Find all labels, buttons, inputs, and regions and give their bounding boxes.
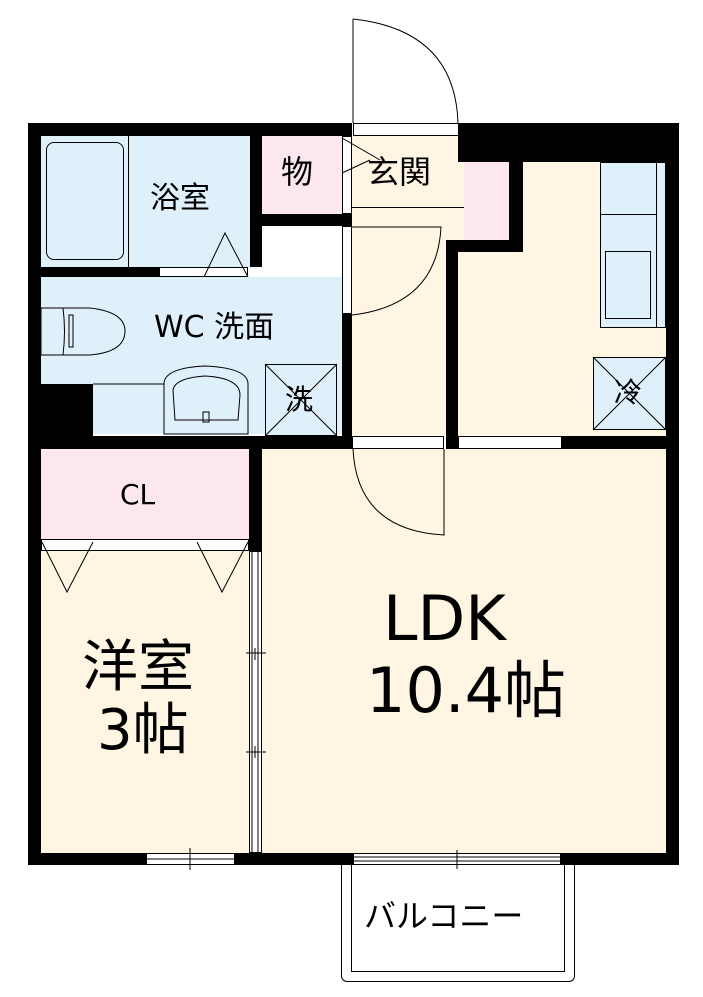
- wall-bottom-left: [28, 853, 146, 865]
- wall-middle-horizontal: [28, 436, 352, 449]
- shoe-closet-upper: [464, 162, 509, 240]
- bathtub-icon: [46, 142, 124, 260]
- kitchen-opening: [458, 436, 562, 449]
- wall-top-left: [28, 123, 352, 136]
- western-room: [41, 539, 249, 853]
- bath-label: 浴室: [150, 181, 210, 216]
- wc-door-swing-icon: [351, 226, 442, 316]
- bath-door-swing-icon: [203, 231, 249, 278]
- ldk-label: LDK: [383, 582, 506, 655]
- ldk-room: [262, 449, 666, 853]
- entrance-door-opening: [353, 123, 459, 136]
- balcony-inner: [351, 865, 565, 972]
- wall-hall-left-upper: [342, 214, 352, 226]
- storage-door-icon: [341, 137, 381, 174]
- bath-door-opening: [159, 267, 248, 277]
- toilet-icon: [40, 307, 126, 356]
- western-room-label: 洋室: [82, 635, 194, 700]
- wall-wc-bottom-block: [41, 384, 93, 436]
- wall-kitchen-left: [446, 240, 458, 449]
- wall-top-right: [458, 123, 679, 162]
- wall-closet-right: [249, 449, 262, 551]
- wall-bottom-right: [561, 853, 679, 865]
- entrance-label: 玄関: [367, 153, 432, 191]
- balcony-outer: [341, 865, 575, 982]
- washbasin-icon: [163, 365, 249, 435]
- washer-label: 洗: [285, 383, 314, 416]
- wc-door-opening: [342, 226, 352, 314]
- bath-inner-divider: [128, 136, 129, 267]
- storage-door-opening: [342, 136, 352, 214]
- wall-left: [28, 123, 41, 865]
- entrance-step-line: [352, 207, 464, 208]
- kitchen-counter-line: [600, 214, 656, 215]
- entrance-door-swing-icon: [352, 18, 459, 124]
- wc-washroom-label: WC 洗面: [154, 310, 275, 345]
- fridge-label: 冷: [614, 376, 643, 409]
- wall-right: [666, 123, 679, 865]
- entrance-hall: [352, 136, 464, 436]
- wall-bath-right: [250, 136, 262, 267]
- kitchen-counter-edge: [656, 162, 657, 328]
- closet-door-icon: [41, 541, 249, 594]
- wall-bath-bottom-left: [41, 267, 159, 277]
- wall-storage-bottom: [262, 214, 352, 226]
- kitchen-sink-icon: [605, 251, 651, 319]
- closet: [41, 449, 249, 539]
- kitchen-counter-icon: [600, 162, 666, 328]
- storage-closet: [262, 136, 342, 214]
- ldk-size: 10.4帖: [366, 654, 567, 727]
- western-room-size: 3帖: [97, 698, 189, 763]
- closet-label: CL: [120, 478, 156, 511]
- storage-label: 物: [281, 153, 314, 191]
- wall-kitchen-step: [446, 240, 523, 252]
- wall-ldk-top-right: [562, 436, 679, 449]
- wall-hall-left: [342, 314, 352, 449]
- balcony-label: バルコニー: [364, 897, 524, 935]
- ldk-door-swing-icon: [352, 448, 445, 536]
- hall-door-opening: [352, 436, 444, 449]
- wall-bottom-mid: [235, 853, 353, 865]
- wall-kitchen-step-v: [509, 162, 523, 252]
